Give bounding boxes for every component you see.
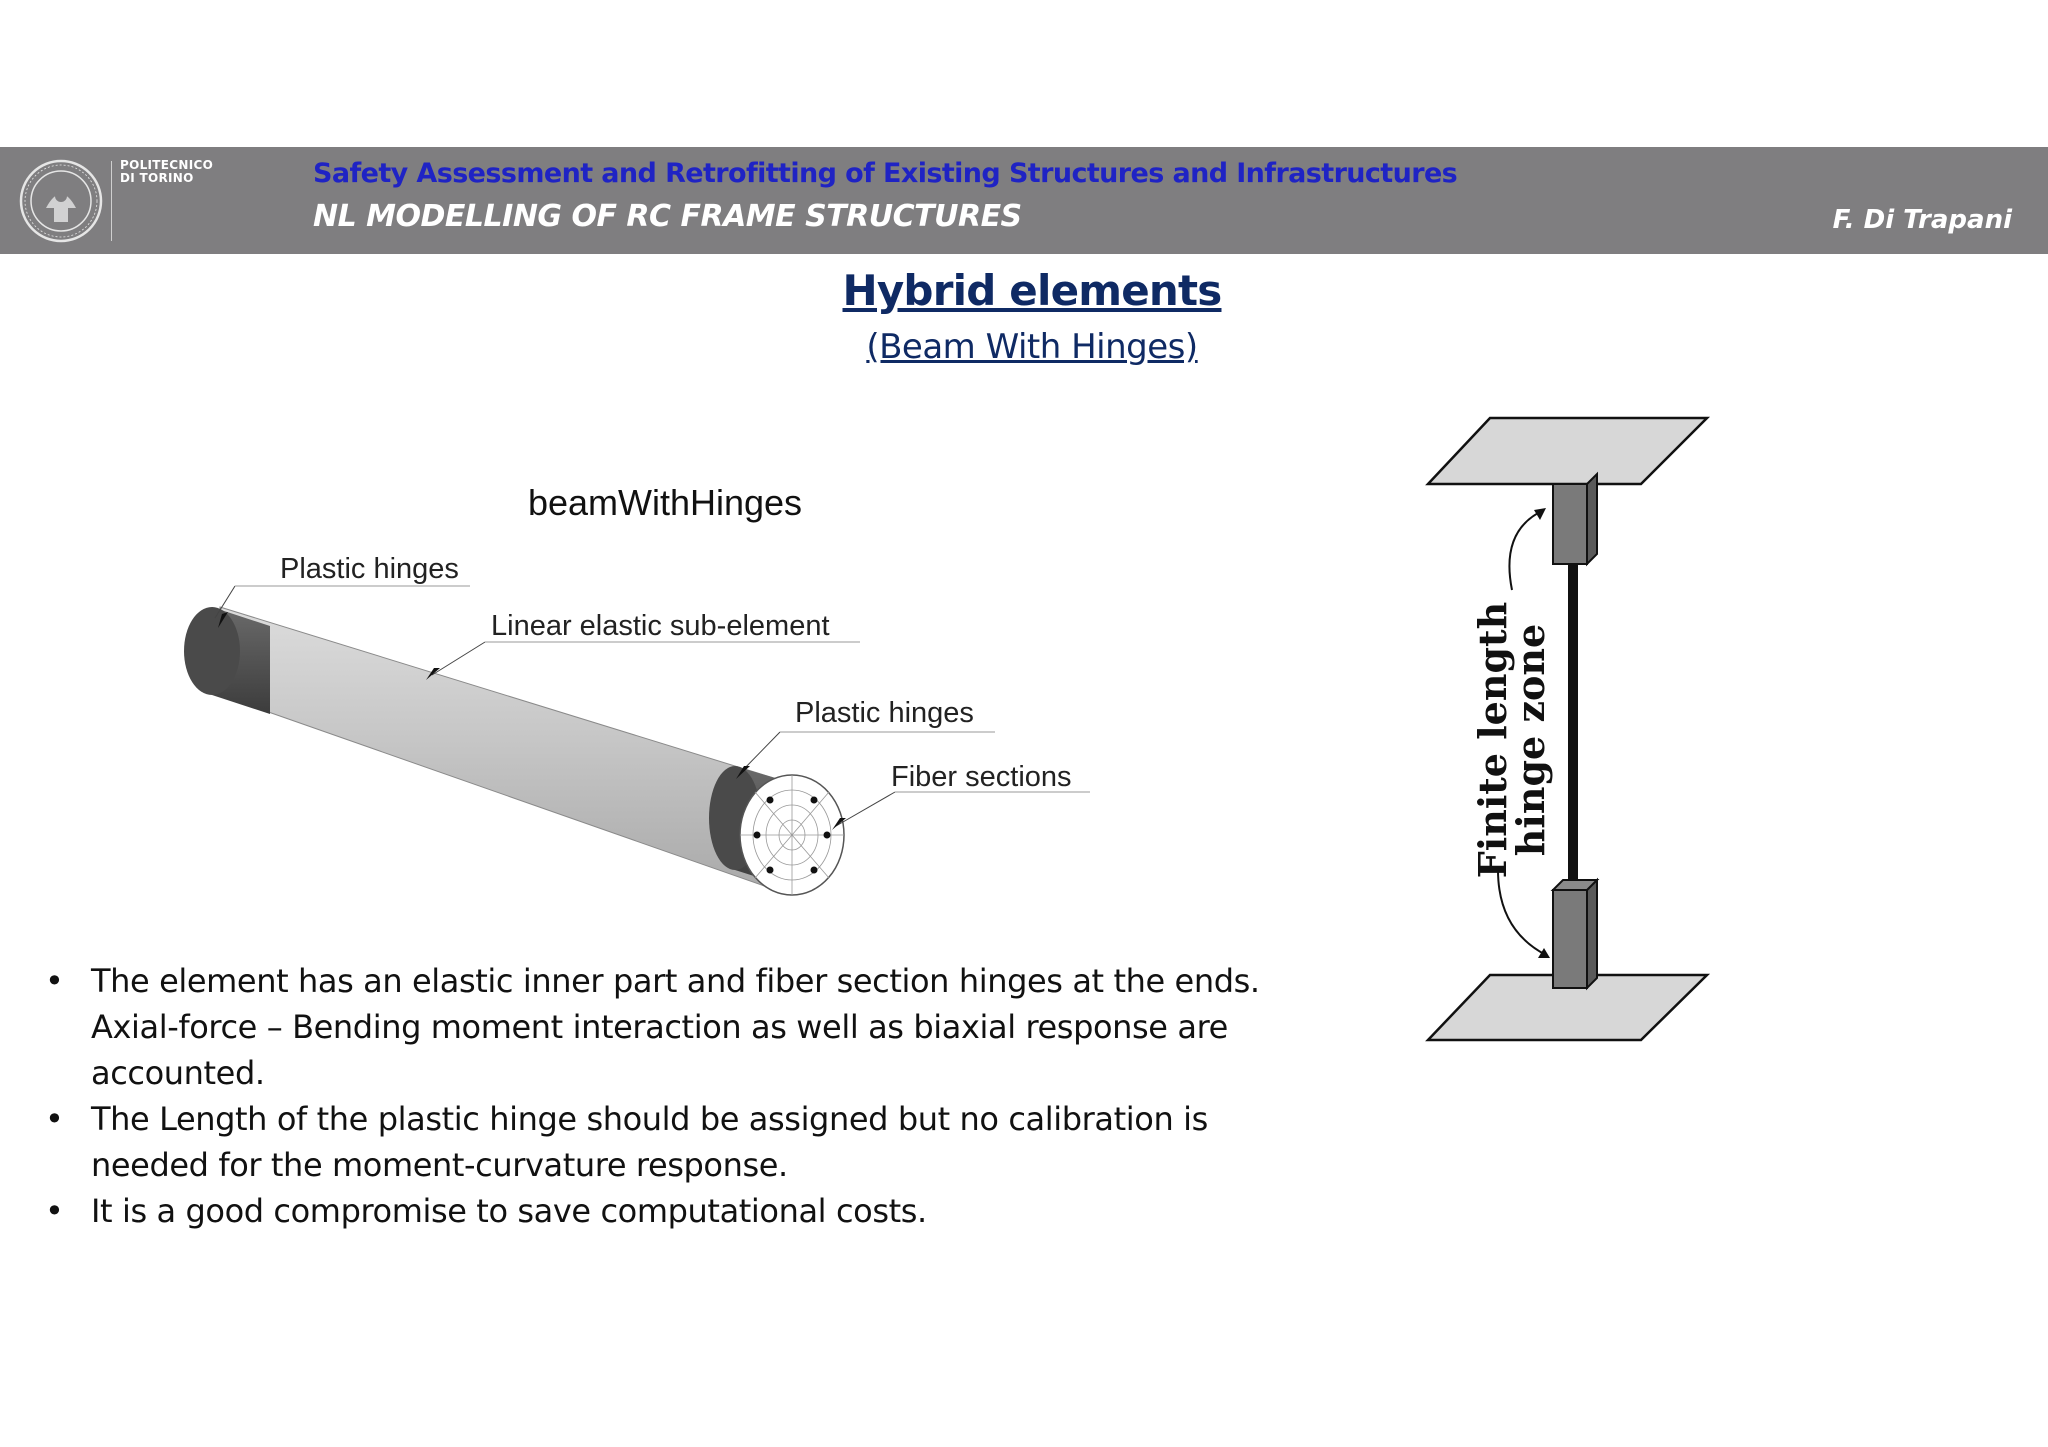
institution-logo-text: POLITECNICO DI TORINO: [120, 159, 213, 185]
elastic-sub-element: [219, 606, 791, 896]
arrow-to-top-hinge: [1508, 509, 1545, 591]
politecnico-seal-icon: [19, 159, 103, 243]
bullet-line: needed for the moment-curvature response…: [91, 1146, 788, 1184]
hinge-zone-label: Finite length hinge zone: [1470, 602, 1553, 878]
finite-length-hinge-column-figure: Finite length hinge zone: [1425, 416, 1711, 1042]
beam-with-hinges-diagram: beamWithHinges Plastic hinges Linear ela…: [184, 482, 1090, 896]
slide-subtitle: (Beam With Hinges): [866, 327, 1198, 367]
label-plastic-hinges-right: Plastic hinges: [795, 697, 974, 729]
diagram-labels: Plastic hinges Linear elastic sub-elemen…: [214, 553, 1090, 830]
logo-text-line1: POLITECNICO: [120, 158, 214, 172]
bullet-dot: •: [45, 962, 64, 1000]
bullet-dot: •: [45, 1192, 64, 1230]
bullet-line: Axial-force – Bending moment interaction…: [91, 1008, 1228, 1046]
arrow-to-bottom-hinge: [1497, 869, 1547, 956]
course-title: Safety Assessment and Retrofitting of Ex…: [313, 158, 1458, 189]
column-elastic-part: [1568, 560, 1578, 890]
author-name: F. Di Trapani: [1832, 205, 2012, 235]
fiber-section: [739, 774, 845, 896]
logo-text-line2: DI TORINO: [120, 171, 194, 185]
bottom-hinge-zone: [1550, 877, 1600, 991]
left-end-cap: [184, 607, 240, 695]
label-hinge-zone: hinge zone: [1508, 624, 1553, 856]
label-plastic-hinges-left: Plastic hinges: [280, 553, 459, 585]
bottom-slab: [1425, 973, 1711, 1042]
logo-divider: [111, 161, 112, 241]
top-slab: [1425, 416, 1711, 486]
bullet-line: accounted.: [91, 1054, 265, 1092]
label-fiber-sections: Fiber sections: [891, 761, 1072, 793]
top-hinge-zone: [1552, 471, 1598, 567]
topic-title: NL MODELLING OF RC FRAME STRUCTURES: [313, 199, 1022, 234]
bullet-item: • The Length of the plastic hinge should…: [45, 1096, 1295, 1188]
bullet-item: • The element has an elastic inner part …: [45, 958, 1295, 1096]
bullet-line: The element has an elastic inner part an…: [91, 962, 1260, 1000]
slide-title: Hybrid elements: [842, 266, 1223, 315]
label-linear-elastic: Linear elastic sub-element: [491, 610, 830, 642]
slide-header: POLITECNICO DI TORINO Safety Assessment …: [0, 147, 2048, 254]
bullet-line: It is a good compromise to save computat…: [91, 1192, 927, 1230]
bullet-list: • The element has an elastic inner part …: [45, 958, 1295, 1234]
bullet-dot: •: [45, 1100, 64, 1138]
diagram-title: beamWithHinges: [528, 482, 802, 523]
bullet-item: • It is a good compromise to save comput…: [45, 1188, 1295, 1234]
label-finite-length: Finite length: [1470, 602, 1515, 878]
bullet-line: The Length of the plastic hinge should b…: [91, 1100, 1208, 1138]
